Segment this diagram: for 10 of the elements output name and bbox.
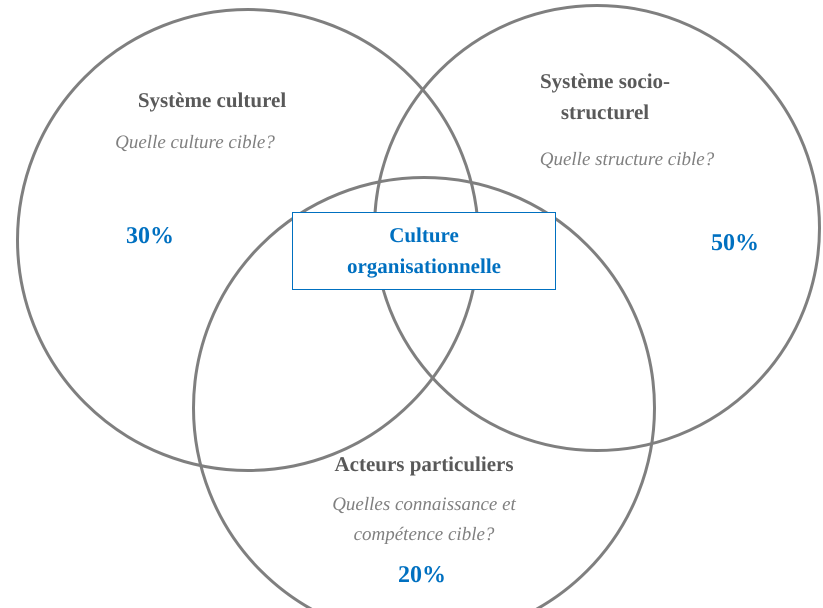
percentage-value: 50% — [710, 230, 760, 257]
question-text: Quelles connaissance et compétence cible? — [331, 493, 517, 547]
percentage-value: 30% — [125, 223, 175, 250]
circle-title: Système culturel — [136, 87, 288, 114]
overlap-title: Culture organisationnelle — [346, 222, 502, 280]
question-text: Quelle structure cible? — [538, 148, 716, 172]
percentage-value: 20% — [397, 562, 447, 589]
circle-title: Système socio-structurel — [538, 68, 672, 126]
circle-title: Acteurs particuliers — [333, 451, 515, 478]
question-text: Quelle culture cible? — [114, 131, 276, 155]
